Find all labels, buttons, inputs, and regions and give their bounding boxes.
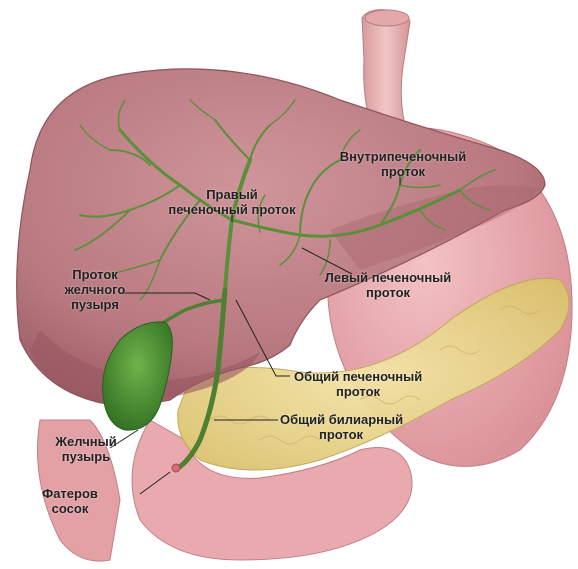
label-common-hepatic-line1: Общий печеночный: [294, 369, 422, 384]
label-right-hepatic-line2: печеночный проток: [168, 202, 296, 217]
label-right-hepatic-duct: Правый печеночный проток: [168, 187, 296, 217]
label-common-bile-line1: Общий билиарный: [280, 412, 402, 427]
label-ampulla-line2: сосок: [34, 501, 106, 516]
label-gallbladder: Желчный пузырь: [50, 434, 122, 464]
label-cystic-line1: Проток: [60, 267, 130, 282]
label-ampulla-of-vater: Фатеров сосок: [34, 486, 106, 516]
label-common-bile-duct: Общий билиарный проток: [280, 412, 402, 442]
label-common-hepatic-duct: Общий печеночный проток: [294, 369, 422, 399]
label-common-hepatic-line2: проток: [294, 384, 422, 399]
label-common-bile-line2: проток: [280, 427, 402, 442]
label-cystic-line2: желчного: [60, 282, 130, 297]
label-cystic-line3: пузыря: [60, 297, 130, 312]
label-gallbladder-line1: Желчный: [50, 434, 122, 449]
label-gallbladder-line2: пузырь: [50, 449, 122, 464]
label-right-hepatic-line1: Правый: [168, 187, 296, 202]
ampulla-of-vater: [172, 464, 180, 472]
label-left-hepatic-line2: проток: [322, 285, 454, 300]
label-intrahepatic-line1: Внутрипеченочный: [338, 149, 468, 164]
label-intrahepatic-line2: проток: [338, 164, 468, 179]
label-ampulla-line1: Фатеров: [34, 486, 106, 501]
label-intrahepatic-duct: Внутрипеченочный проток: [338, 149, 468, 179]
label-left-hepatic-duct: Левый печеночный проток: [322, 270, 454, 300]
label-cystic-duct: Проток желчного пузыря: [60, 267, 130, 312]
label-left-hepatic-line1: Левый печеночный: [322, 270, 454, 285]
esophagus-opening: [365, 10, 409, 26]
